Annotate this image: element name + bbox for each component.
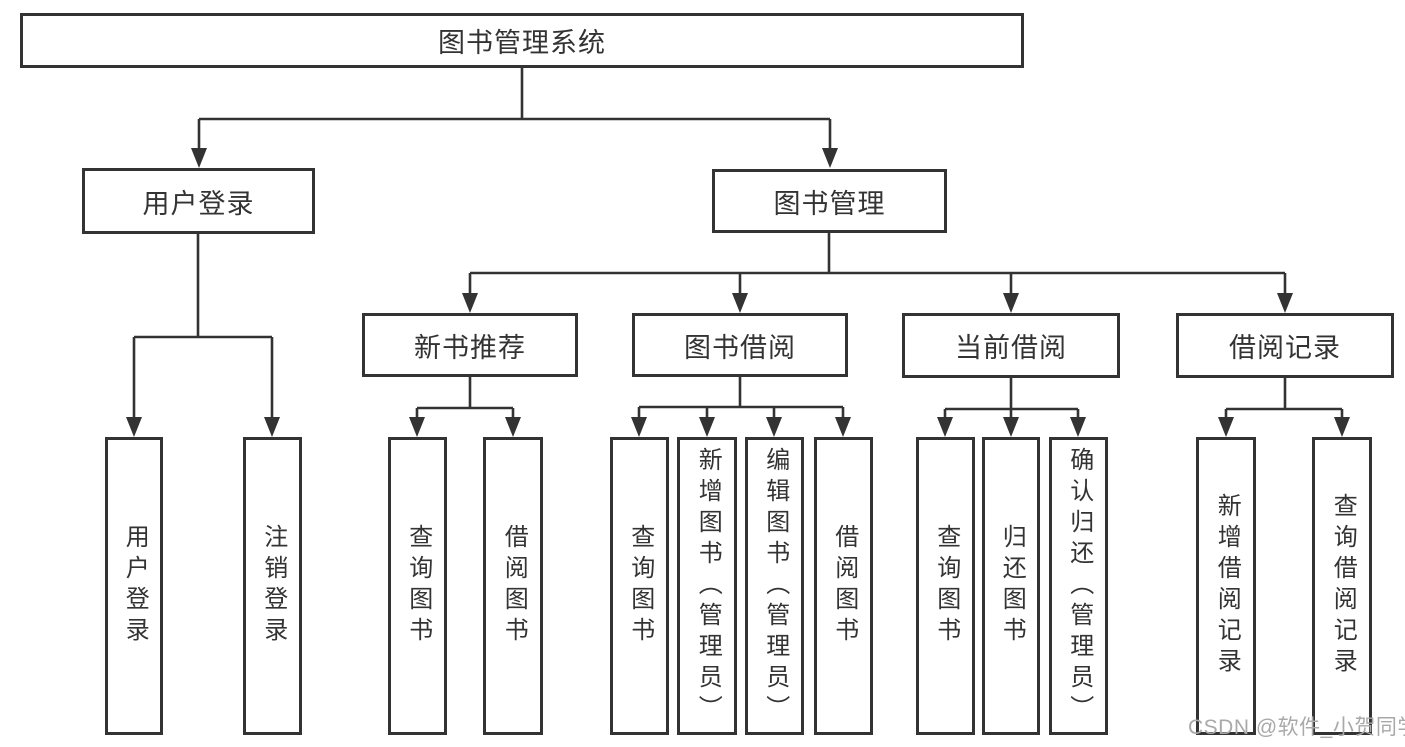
- connector-borrowing-records-children: [1218, 378, 1350, 437]
- node-book-borrowing: 图书借阅: [632, 313, 848, 377]
- arrow-down-icon: [191, 148, 207, 168]
- connector-root-to-level2: [191, 68, 838, 168]
- csdn-watermark: CSDN @软件_小贺同学: [1188, 716, 1405, 739]
- leaf-add-borrow-record: 新增借阅记录: [1196, 437, 1256, 735]
- arrow-down-icon: [462, 293, 478, 313]
- leaf-query-books-recommend: 查询图书: [388, 437, 447, 735]
- leaf-logout: 注销登录: [243, 437, 302, 735]
- connector-user-login-children: [126, 234, 280, 437]
- leaf-confirm-return-admin: 确认归还（管理员）: [1049, 437, 1108, 735]
- arrow-down-icon: [409, 417, 425, 437]
- arrow-down-icon: [732, 293, 748, 313]
- connector-current-borrowing-children: [937, 378, 1086, 437]
- node-user-login: 用户登录: [82, 168, 315, 234]
- leaf-add-books-admin: 新增图书（管理员）: [677, 437, 737, 735]
- node-new-book-recommend: 新书推荐: [362, 313, 578, 377]
- node-borrowing-records: 借阅记录: [1176, 313, 1394, 378]
- connector-book-borrowing-children: [631, 377, 851, 437]
- arrow-down-icon: [1218, 417, 1234, 437]
- arrow-down-icon: [822, 148, 838, 168]
- arrow-down-icon: [1334, 417, 1350, 437]
- arrow-down-icon: [1003, 417, 1019, 437]
- connector-new-book-children: [409, 377, 521, 437]
- arrow-down-icon: [937, 417, 953, 437]
- arrow-down-icon: [126, 417, 142, 437]
- arrow-down-icon: [1277, 293, 1293, 313]
- arrow-down-icon: [699, 417, 715, 437]
- node-current-borrowing: 当前借阅: [902, 313, 1120, 378]
- leaf-user-login: 用户登录: [105, 437, 163, 735]
- leaf-edit-books-admin: 编辑图书（管理员）: [745, 437, 804, 735]
- arrow-down-icon: [505, 417, 521, 437]
- arrow-down-icon: [264, 417, 280, 437]
- arrow-down-icon: [1003, 293, 1019, 313]
- leaf-borrow-books-borrowing: 借阅图书: [814, 437, 873, 735]
- leaf-borrow-books-recommend: 借阅图书: [483, 437, 543, 735]
- leaf-return-books: 归还图书: [982, 437, 1040, 735]
- node-book-management: 图书管理: [712, 169, 947, 233]
- arrow-down-icon: [1070, 417, 1086, 437]
- arrow-down-icon: [766, 417, 782, 437]
- leaf-query-borrow-record: 查询借阅记录: [1312, 437, 1372, 735]
- arrow-down-icon: [631, 417, 647, 437]
- connector-book-management-children: [462, 233, 1293, 313]
- leaf-query-books-current: 查询图书: [916, 437, 975, 735]
- node-library-management-system: 图书管理系统: [20, 13, 1024, 68]
- arrow-down-icon: [835, 417, 851, 437]
- leaf-query-books-borrowing: 查询图书: [610, 437, 669, 735]
